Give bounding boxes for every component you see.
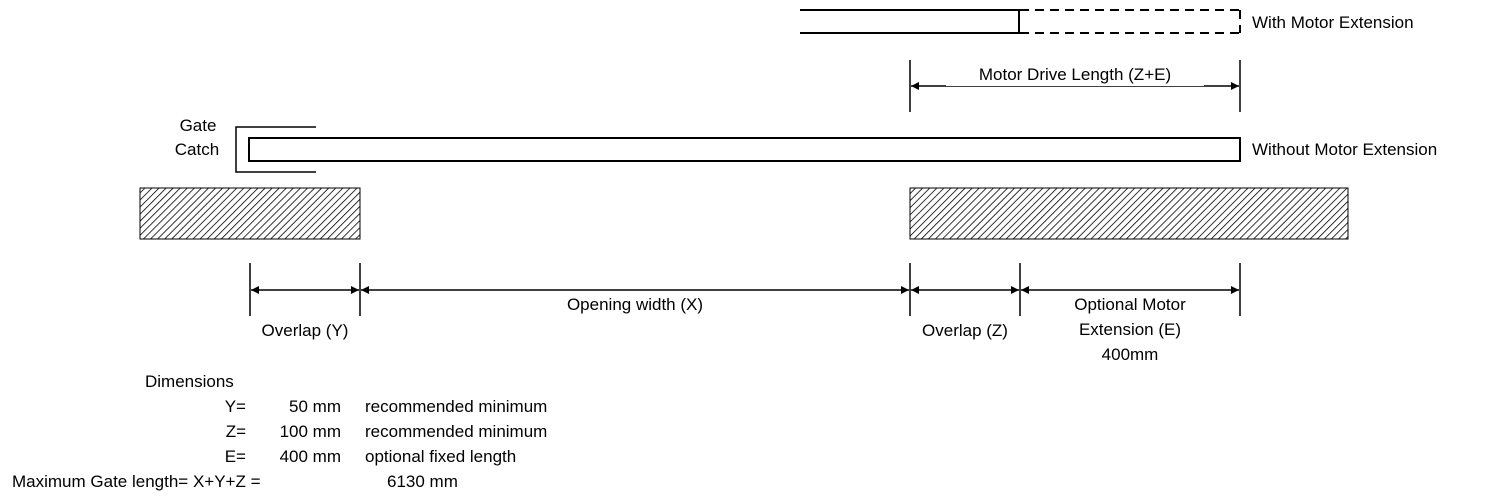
dimensions-title: Dimensions <box>145 372 234 391</box>
optional-extension-label-line3: 400mm <box>1102 345 1159 364</box>
dimension-note-z: recommended minimum <box>365 422 547 441</box>
gate-catch <box>235 126 316 173</box>
optional-extension-label-line2: Extension (E) <box>1079 320 1181 339</box>
opening-width-label: Opening width (X) <box>567 295 703 314</box>
left-wall <box>139 187 361 240</box>
bottom-dimension-lines <box>249 263 1241 316</box>
dimension-key-y: Y= <box>225 397 246 416</box>
gate-catch-label-line1: Gate <box>180 116 217 135</box>
gate-with-motor-extension <box>800 9 1241 34</box>
dimension-note-e: optional fixed length <box>365 447 516 466</box>
dimension-key-z: Z= <box>226 422 246 441</box>
optional-extension-label-line1: Optional Motor <box>1074 295 1186 314</box>
max-gate-length-label: Maximum Gate length= X+Y+Z = <box>12 472 261 491</box>
dimension-key-e: E= <box>225 447 246 466</box>
overlap-z-label: Overlap (Z) <box>922 321 1008 340</box>
dimension-value-y: 50 mm <box>289 397 341 416</box>
dimension-note-y: recommended minimum <box>365 397 547 416</box>
motor-drive-length-label: Motor Drive Length (Z+E) <box>979 65 1171 84</box>
gate-without-motor-extension <box>248 137 1241 162</box>
with-motor-extension-label: With Motor Extension <box>1252 13 1414 32</box>
max-gate-length-value: 6130 mm <box>387 472 458 491</box>
gate-catch-label-line2: Catch <box>175 140 219 159</box>
right-wall <box>909 187 1349 240</box>
dimensions-table: Dimensions Y= 50 mm recommended minimum … <box>12 372 547 491</box>
without-motor-extension-label: Without Motor Extension <box>1252 140 1437 159</box>
dimension-value-e: 400 mm <box>280 447 341 466</box>
dimension-value-z: 100 mm <box>280 422 341 441</box>
overlap-y-label: Overlap (Y) <box>262 321 349 340</box>
